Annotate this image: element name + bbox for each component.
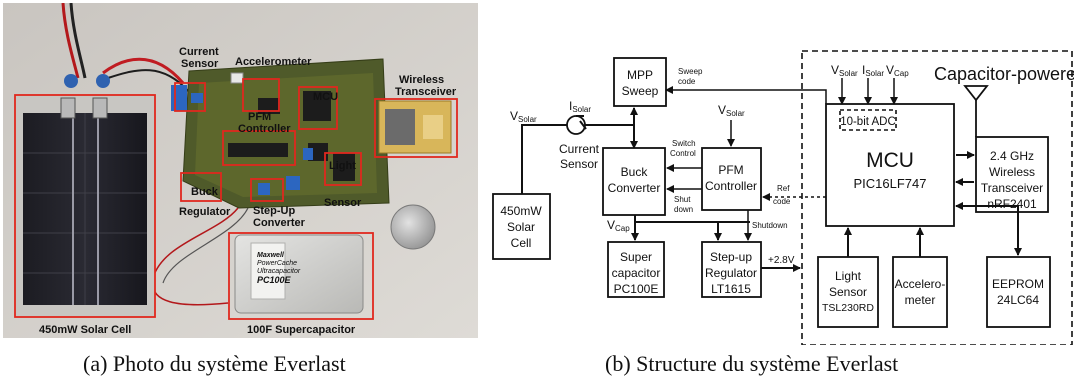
switch-control-label-1: Switch	[672, 139, 696, 148]
supercap-print-line3: Ultracapacitor	[257, 268, 301, 275]
mcu-label: MCU	[866, 149, 914, 172]
vsolar-mcu-label: VSolar	[831, 63, 858, 78]
photo-label-light-2: Sensor	[324, 197, 362, 209]
plus-28v-label: +2.8V	[768, 255, 795, 266]
vcap-mcu-sub: Cap	[894, 69, 909, 78]
stepup-label-2: Regulator	[705, 266, 757, 280]
shut-down-label-2: down	[674, 205, 693, 214]
photo-label-buck-2: Regulator	[179, 206, 231, 218]
adc-label: 10-bit ADC	[840, 116, 896, 128]
photo-label-mcu: MCU	[313, 91, 338, 103]
supercap-label-3: PC100E	[614, 282, 659, 296]
accel-label-1: Accelero-	[895, 277, 946, 291]
light-label-1: Light	[835, 269, 862, 283]
mpp-sweep-label-1: MPP	[627, 68, 653, 82]
solar-cell-label-3: Cell	[511, 236, 532, 250]
photo-label-current-sensor-1: Current	[179, 46, 219, 58]
vsolar-input-label: VSolar	[510, 109, 537, 124]
vsolar-pfm-sub: Solar	[726, 109, 745, 118]
isolar-mcu-label: ISolar	[862, 63, 884, 78]
vsolar-mcu-main: V	[831, 63, 839, 77]
antenna-icon	[963, 85, 989, 137]
switch-control-label-2: Control	[670, 149, 696, 158]
vcap-sub: Cap	[615, 224, 630, 233]
photo-label-pfm-2: Controller	[238, 123, 291, 135]
adc-block	[839, 109, 897, 131]
caption-structure: (b) Structure du système Everlast	[605, 351, 899, 376]
ref-code-label-2: code	[773, 197, 791, 206]
everlast-block-diagram: Capacitor-powered	[492, 50, 1074, 345]
vsolar-pfm-main: V	[718, 103, 726, 117]
supercap-print-brand: Maxwell	[257, 252, 285, 259]
isolar-input-label: ISolar	[569, 99, 591, 114]
isolar-mcu-sub: Solar	[865, 69, 884, 78]
capacitor-powered-region	[801, 50, 1073, 345]
sweep-code-label-1: Sweep	[678, 67, 703, 76]
shut-down-label-1: Shut	[674, 195, 691, 204]
light-label-2: Sensor	[829, 285, 867, 299]
mpp-sweep-label-2: Sweep	[622, 84, 659, 98]
mpp-sweep-block	[613, 57, 667, 107]
everlast-photo: Maxwell PowerCache Ultracapacitor PC100E…	[3, 3, 478, 338]
shutdown-label: Shutdown	[752, 221, 788, 230]
light-label-3: TSL230RD	[822, 302, 874, 314]
photo-label-solar: 450mW Solar Cell	[39, 324, 131, 336]
photo-label-stepup-2: Converter	[253, 217, 306, 229]
photo-label-wireless-1: Wireless	[399, 74, 444, 86]
stepup-label-3: LT1615	[711, 282, 751, 296]
caption-photo: (a) Photo du système Everlast	[83, 351, 346, 376]
wireless-label-4: nRF2401	[987, 197, 1037, 211]
stepup-label-1: Step-up	[710, 250, 752, 264]
step-up-regulator-block	[701, 241, 762, 298]
current-sensor-label-2: Sensor	[560, 157, 598, 171]
capacitor-powered-label: Capacitor-powered	[934, 64, 1074, 84]
supercap-label-2: capacitor	[612, 266, 661, 280]
vcap-label: VCap	[607, 218, 630, 233]
photo-label-wireless-2: Transceiver	[395, 86, 457, 98]
vcap-mcu-main: V	[886, 63, 894, 77]
accelerometer-block	[892, 256, 948, 328]
eeprom-label-1: EEPROM	[992, 277, 1044, 291]
supercapacitor-block	[607, 241, 665, 298]
sweep-code-label-2: code	[678, 77, 696, 86]
isolar-input-main: I	[569, 99, 572, 113]
vsolar-pfm-label: VSolar	[718, 103, 745, 118]
wireless-label-2: Wireless	[989, 165, 1035, 179]
isolar-mcu-main: I	[862, 63, 865, 77]
buck-label-2: Converter	[608, 181, 661, 195]
photo-label-accelerometer: Accelerometer	[235, 56, 312, 68]
photo-label-stepup-1: Step-Up	[253, 205, 295, 217]
vsolar-input-main: V	[510, 109, 518, 123]
photo-label-current-sensor-2: Sensor	[181, 58, 219, 70]
pfm-label-1: PFM	[718, 163, 743, 177]
eeprom-label-2: 24LC64	[997, 293, 1039, 307]
buck-label-1: Buck	[621, 165, 649, 179]
pfm-label-2: Controller	[705, 179, 757, 193]
photo-label-buck-1: Buck	[191, 186, 219, 198]
wireless-label-1: 2.4 GHz	[990, 149, 1034, 163]
isolar-input-sub: Solar	[572, 105, 591, 114]
ref-code-label-1: Ref	[777, 184, 790, 193]
current-sensor-label-1: Current	[559, 142, 600, 156]
eeprom-block	[986, 256, 1051, 328]
pfm-controller-block	[701, 147, 762, 211]
accel-label-2: meter	[905, 293, 936, 307]
solar-cell-label-2: Solar	[507, 220, 535, 234]
photo-label-light-1: Light	[329, 160, 356, 172]
photo-label-supercap: 100F Supercapacitor	[247, 324, 356, 336]
supercap-print-model: PC100E	[257, 275, 292, 285]
vsolar-input-sub: Solar	[518, 115, 537, 124]
wireless-transceiver-block	[975, 136, 1049, 213]
supercap-label-1: Super	[620, 250, 652, 264]
vsolar-mcu-sub: Solar	[839, 69, 858, 78]
vcap-main: V	[607, 218, 615, 232]
wireless-label-3: Transceiver	[981, 181, 1043, 195]
mcu-part-label: PIC16LF747	[854, 176, 927, 191]
solar-cell-block	[492, 193, 551, 260]
vcap-mcu-label: VCap	[886, 63, 909, 78]
photo-label-pfm-1: PFM	[248, 111, 271, 123]
supercap-print-line2: PowerCache	[257, 260, 297, 267]
solar-cell-label-1: 450mW	[500, 204, 542, 218]
